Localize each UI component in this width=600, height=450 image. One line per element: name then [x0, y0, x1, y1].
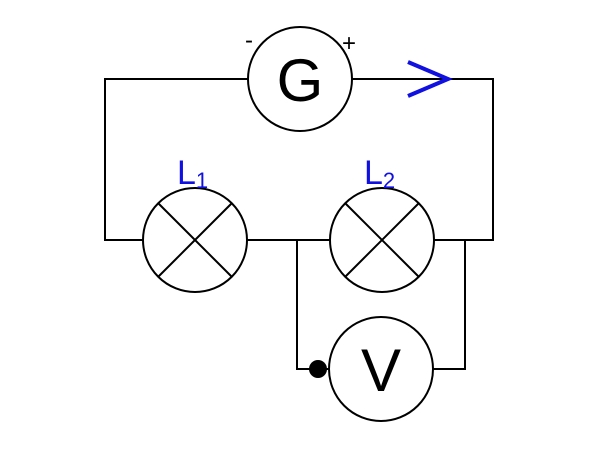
junction-dot-icon — [309, 360, 327, 378]
current-direction-arrow-icon — [407, 60, 454, 98]
wires — [104, 78, 494, 370]
voltmeter-symbol: V — [361, 337, 401, 404]
lamp-1-cross-b — [157, 202, 233, 278]
voltmeter-circle-icon — [328, 316, 434, 422]
generator-circle-icon — [247, 26, 353, 132]
lamp-2: L2 — [329, 154, 435, 293]
generator-symbol: G — [277, 47, 324, 114]
wire-top-right — [352, 78, 494, 241]
lamp-1: L1 — [142, 154, 248, 293]
generator-negative-terminal: - — [245, 27, 253, 54]
lamp-2-cross-b — [344, 202, 420, 278]
lamp-1-label: L1 — [177, 154, 208, 193]
voltmeter: V — [328, 316, 434, 422]
generator: G - + — [245, 26, 356, 132]
wire-voltmeter-right — [432, 239, 466, 370]
lamp-2-label: L2 — [364, 154, 395, 193]
lamp-1-subscript: 1 — [196, 168, 208, 193]
lamp-2-subscript: 2 — [383, 168, 395, 193]
wire-top-left — [104, 78, 249, 241]
wire-voltmeter-left — [296, 239, 330, 370]
lamp-1-letter: L — [177, 154, 196, 192]
lamp-2-letter: L — [364, 154, 383, 192]
generator-positive-terminal: + — [342, 30, 356, 57]
